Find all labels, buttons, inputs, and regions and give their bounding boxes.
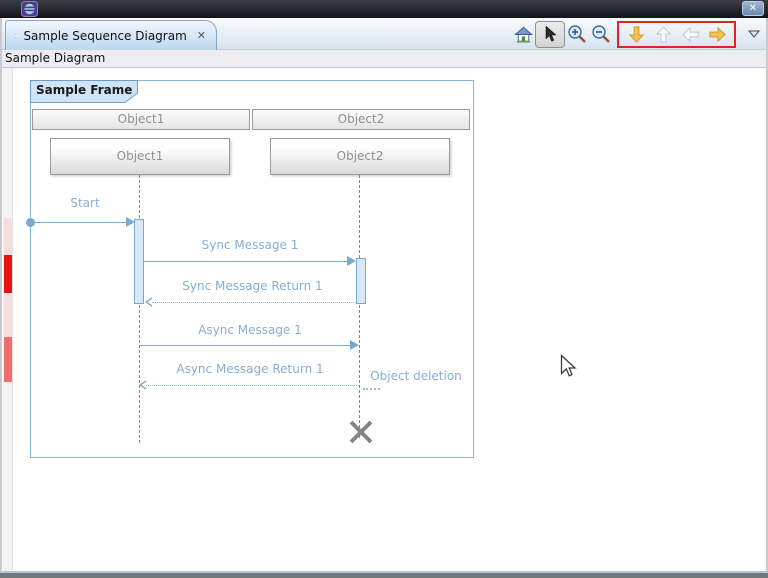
- zoom-in-button[interactable]: [565, 22, 589, 46]
- window-border: [0, 18, 2, 571]
- lifeline-header-object1[interactable]: Object1: [32, 109, 250, 130]
- message-label-async1[interactable]: Async Message 1: [198, 323, 302, 337]
- deletion-link-dots: [363, 388, 380, 390]
- home-button[interactable]: [511, 22, 535, 46]
- message-line-sync1-return[interactable]: [152, 302, 356, 303]
- window-close-button[interactable]: ✕: [742, 1, 764, 16]
- nav-back-icon: [681, 26, 699, 42]
- frame-label: Sample Frame: [36, 83, 133, 97]
- nav-back-button[interactable]: [678, 22, 702, 46]
- message-label-sync1[interactable]: Sync Message 1: [201, 238, 299, 252]
- navigation-button-group-highlight: [617, 20, 736, 48]
- open-arrowhead-icon: [145, 297, 153, 307]
- arrowhead-icon: [350, 340, 359, 350]
- zoom-in-icon: [568, 25, 586, 43]
- time-segment[interactable]: [4, 218, 12, 255]
- message-line-async1-return[interactable]: [146, 385, 359, 386]
- time-segment[interactable]: [4, 293, 12, 337]
- open-arrowhead-icon: [139, 380, 147, 390]
- home-icon: [513, 26, 533, 43]
- activation-bar-object2[interactable]: [356, 258, 366, 304]
- window-border: [766, 18, 768, 571]
- message-label-sync1-return[interactable]: Sync Message Return 1: [182, 279, 323, 293]
- message-label-start[interactable]: Start: [70, 196, 100, 210]
- chevron-down-icon: [748, 30, 760, 38]
- view-toolbar: [511, 18, 762, 50]
- tab-close-icon[interactable]: ✕: [196, 29, 206, 42]
- object-box-object2[interactable]: Object2: [270, 138, 450, 175]
- time-segment[interactable]: [4, 337, 12, 382]
- select-cursor-icon: [545, 25, 557, 42]
- time-segment[interactable]: [4, 255, 12, 293]
- time-compression-bar[interactable]: [3, 68, 13, 571]
- tab-title: Sample Sequence Diagram: [23, 28, 187, 43]
- nav-forward-icon: [708, 26, 726, 42]
- object-box-object1[interactable]: Object1: [50, 138, 230, 175]
- tab-sample-sequence-diagram[interactable]: Sample Sequence Diagram ✕: [5, 20, 217, 50]
- nav-forward-button[interactable]: [705, 22, 729, 46]
- message-label-async1-return[interactable]: Async Message Return 1: [176, 362, 324, 376]
- message-line-start[interactable]: [30, 222, 128, 223]
- zoom-out-icon: [592, 25, 610, 43]
- sequence-frame[interactable]: [30, 80, 474, 458]
- message-line-sync1[interactable]: [144, 261, 348, 262]
- lifeline-header-object2[interactable]: Object2: [252, 109, 470, 130]
- nav-down-button[interactable]: [624, 22, 648, 46]
- breadcrumb: Sample Diagram: [2, 50, 766, 68]
- activation-bar-object1[interactable]: [134, 219, 144, 304]
- window-bottom-edge: [0, 571, 768, 578]
- nav-up-icon: [655, 25, 671, 43]
- diagram-window-icon: [14, 34, 18, 37]
- frame-label-pentagon[interactable]: [30, 80, 138, 103]
- editor-tabbar: Sample Sequence Diagram ✕: [2, 18, 766, 50]
- arrowhead-icon: [347, 256, 356, 266]
- view-menu-button[interactable]: [746, 28, 762, 40]
- object-deletion-cross-icon[interactable]: [347, 418, 375, 446]
- message-line-async1[interactable]: [140, 345, 351, 346]
- eclipse-logo-icon: [21, 1, 38, 17]
- window-titlebar: ✕: [0, 0, 768, 18]
- nav-down-icon: [628, 25, 644, 43]
- mouse-pointer-icon: [560, 354, 577, 377]
- diagram-canvas[interactable]: Sample Frame Object1 Object2 Object1 Obj…: [0, 68, 768, 571]
- lifeline-object1[interactable]: [139, 175, 140, 443]
- zoom-out-button[interactable]: [589, 22, 613, 46]
- nav-up-button[interactable]: [651, 22, 675, 46]
- arrowhead-icon: [126, 217, 135, 227]
- message-label-object-deletion[interactable]: Object deletion: [370, 369, 462, 383]
- select-tool-button[interactable]: [535, 20, 565, 48]
- lifeline-object2[interactable]: [359, 175, 360, 438]
